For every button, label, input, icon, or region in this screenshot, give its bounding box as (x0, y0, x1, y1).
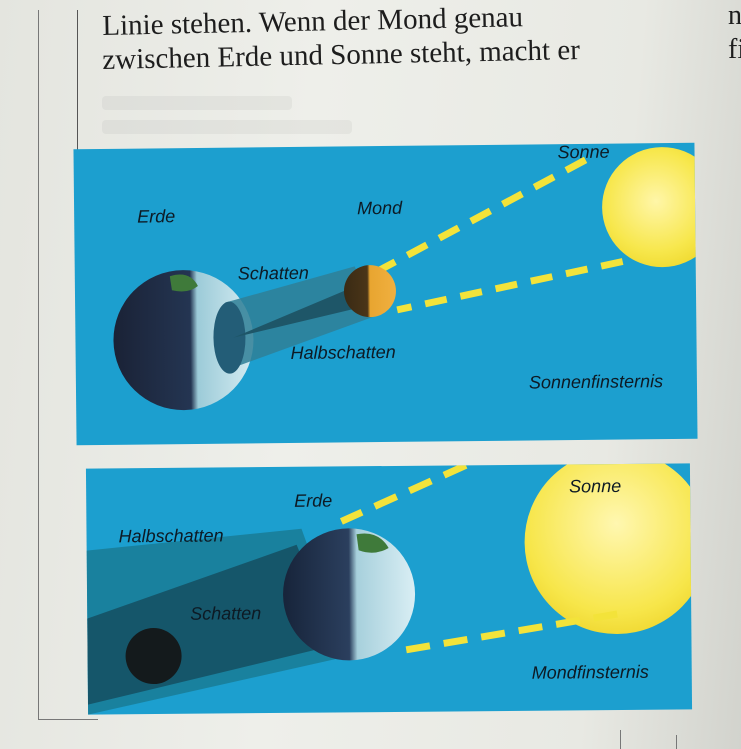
label-umbra: Schatten (190, 603, 261, 625)
label-umbra: Schatten (238, 263, 309, 285)
solar-eclipse-illustration: Sonne Erde Mond Schatten Halbschatten So… (73, 143, 697, 445)
solar-eclipse-drawing (73, 143, 697, 445)
caption-solar-eclipse: Sonnenfinsternis (529, 371, 663, 393)
bleed-through-text (102, 96, 292, 110)
sun-disc (601, 146, 697, 267)
earth-continent (357, 533, 389, 553)
next-column-fragment: fi (728, 34, 741, 66)
light-ray-upper (379, 160, 587, 270)
label-sun: Sonne (557, 143, 609, 163)
label-earth: Erde (294, 490, 332, 511)
lunar-eclipse-illustration: Erde Sonne Halbschatten Schatten Mondfin… (86, 463, 692, 714)
earth-globe (282, 528, 415, 661)
column-rule (77, 10, 78, 160)
light-ray-lower (397, 262, 623, 310)
label-moon: Mond (357, 198, 402, 219)
light-ray-upper (341, 465, 466, 521)
label-penumbra: Halbschatten (291, 342, 396, 364)
label-earth: Erde (137, 206, 175, 227)
next-column-fragment: n (728, 0, 741, 32)
page-left-rule (38, 10, 39, 720)
bleed-through-text (102, 120, 352, 134)
label-sun: Sonne (569, 476, 621, 497)
table-line (620, 730, 621, 749)
moon-in-shadow (125, 628, 181, 684)
table-line (676, 735, 677, 749)
page-bottom-rule (38, 719, 98, 720)
label-penumbra: Halbschatten (118, 525, 223, 547)
caption-lunar-eclipse: Mondfinsternis (532, 662, 649, 684)
